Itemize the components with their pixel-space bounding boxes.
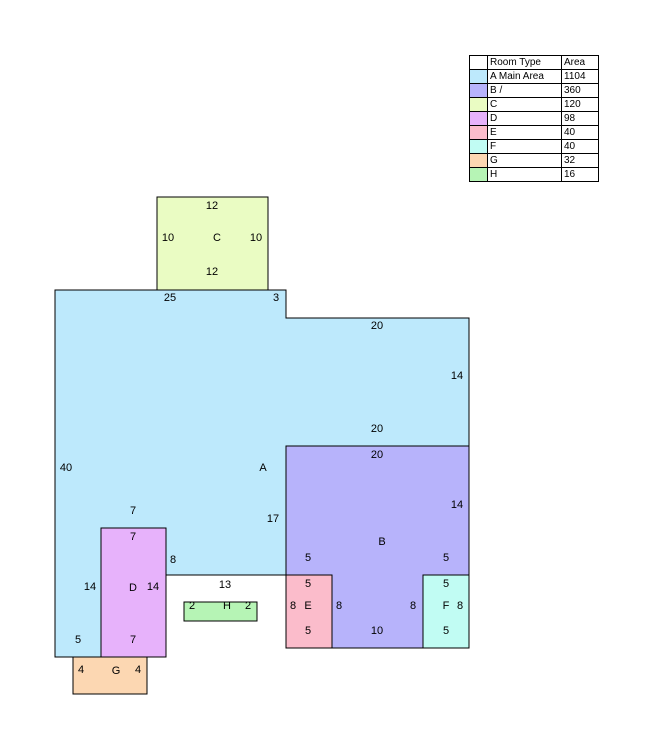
- legend-room-type: E: [487, 125, 562, 140]
- room-c-dim-top: 12: [206, 200, 218, 212]
- room-a-dim-inner-right: 17: [267, 513, 279, 525]
- room-h-label: H: [223, 600, 231, 612]
- room-f-dim-top: 5: [443, 578, 449, 590]
- room-c-dim-left: 10: [162, 232, 174, 244]
- legend-room-area: 98: [561, 111, 599, 126]
- room-a-dim-step: 3: [273, 292, 279, 304]
- legend-room-type: A Main Area: [487, 69, 562, 84]
- room-g: [72, 656, 148, 695]
- room-b-dim-notch-left: 8: [336, 600, 342, 612]
- room-a-dim-bottom: 13: [219, 579, 231, 591]
- room-f-label: F: [443, 600, 450, 612]
- legend-room-area: 360: [561, 83, 599, 98]
- room-d-label: D: [129, 582, 137, 594]
- legend-color-swatch: [469, 167, 488, 182]
- legend-room-area: 40: [561, 125, 599, 140]
- room-a-dim-inner-bottom: 20: [371, 423, 383, 435]
- room-a-dim-top: 25: [164, 292, 176, 304]
- legend-header-row: Room Type Area: [469, 55, 599, 70]
- legend-room-area: 120: [561, 97, 599, 112]
- room-f-dim-right: 8: [457, 600, 463, 612]
- legend-room-type: D: [487, 111, 562, 126]
- room-c-dim-bottom: 12: [206, 266, 218, 278]
- room-a-label: A: [259, 462, 267, 474]
- room-h-dim-right: 2: [245, 600, 251, 612]
- room-b-dim-right: 14: [451, 499, 463, 511]
- room-a-dim-left-of-d: 14: [84, 581, 96, 593]
- legend-color-swatch: [469, 139, 488, 154]
- room-b-dim-notch-right: 8: [410, 600, 416, 612]
- room-f: [422, 574, 470, 649]
- room-b-dim-top: 20: [371, 449, 383, 461]
- room-b-dim-left-step: 5: [305, 552, 311, 564]
- room-g-label: G: [112, 665, 121, 677]
- legend-color-swatch: [469, 111, 488, 126]
- room-b-dim-right-step: 5: [443, 552, 449, 564]
- room-e: [285, 574, 333, 649]
- legend-color-swatch: [469, 69, 488, 84]
- legend-room-area: 32: [561, 153, 599, 168]
- legend-room-type: G: [487, 153, 562, 168]
- legend-color-swatch: [469, 83, 488, 98]
- legend-room-type: F: [487, 139, 562, 154]
- legend-header-area: Area: [561, 55, 599, 70]
- legend-room-area: 40: [561, 139, 599, 154]
- room-d-dim-top: 7: [130, 531, 136, 543]
- room-d: [100, 527, 167, 658]
- room-c: [156, 196, 269, 291]
- room-b-dim-bottom: 10: [371, 625, 383, 637]
- room-g-dim-right: 4: [135, 664, 141, 676]
- legend-room-type: C: [487, 97, 562, 112]
- room-e-dim-top: 5: [305, 578, 311, 590]
- legend-room-area: 1104: [561, 69, 599, 84]
- room-d-dim-bottom: 7: [130, 634, 136, 646]
- room-e-label: E: [304, 600, 311, 612]
- room-e-dim-bottom: 5: [305, 625, 311, 637]
- room-a-dim-above-d: 7: [130, 505, 136, 517]
- legend-color-swatch: [469, 125, 488, 140]
- room-e-dim-left: 8: [290, 600, 296, 612]
- room-a-dim-left: 40: [60, 462, 72, 474]
- room-a-dim-bottom-left: 5: [75, 634, 81, 646]
- room-a-dim-top-right: 20: [371, 320, 383, 332]
- room-a-dim-right-of-d: 8: [170, 554, 176, 566]
- legend-color-swatch: [469, 153, 488, 168]
- room-h-dim-left: 2: [189, 600, 195, 612]
- legend-row: B /360: [469, 83, 599, 98]
- room-d-dim-right: 14: [147, 581, 159, 593]
- legend-header-swatch: [469, 55, 488, 70]
- room-c-label: C: [213, 232, 221, 244]
- room-f-dim-bottom: 5: [443, 625, 449, 637]
- legend-color-swatch: [469, 97, 488, 112]
- legend-room-area: 16: [561, 167, 599, 182]
- room-g-dim-left: 4: [78, 664, 84, 676]
- legend-room-type: B /: [487, 83, 562, 98]
- room-h: [183, 601, 258, 622]
- room-c-dim-right: 10: [250, 232, 262, 244]
- room-b-label: B: [378, 536, 385, 548]
- legend-room-type: H: [487, 167, 562, 182]
- room-a-dim-right: 14: [451, 370, 463, 382]
- legend-header-type: Room Type: [487, 55, 562, 70]
